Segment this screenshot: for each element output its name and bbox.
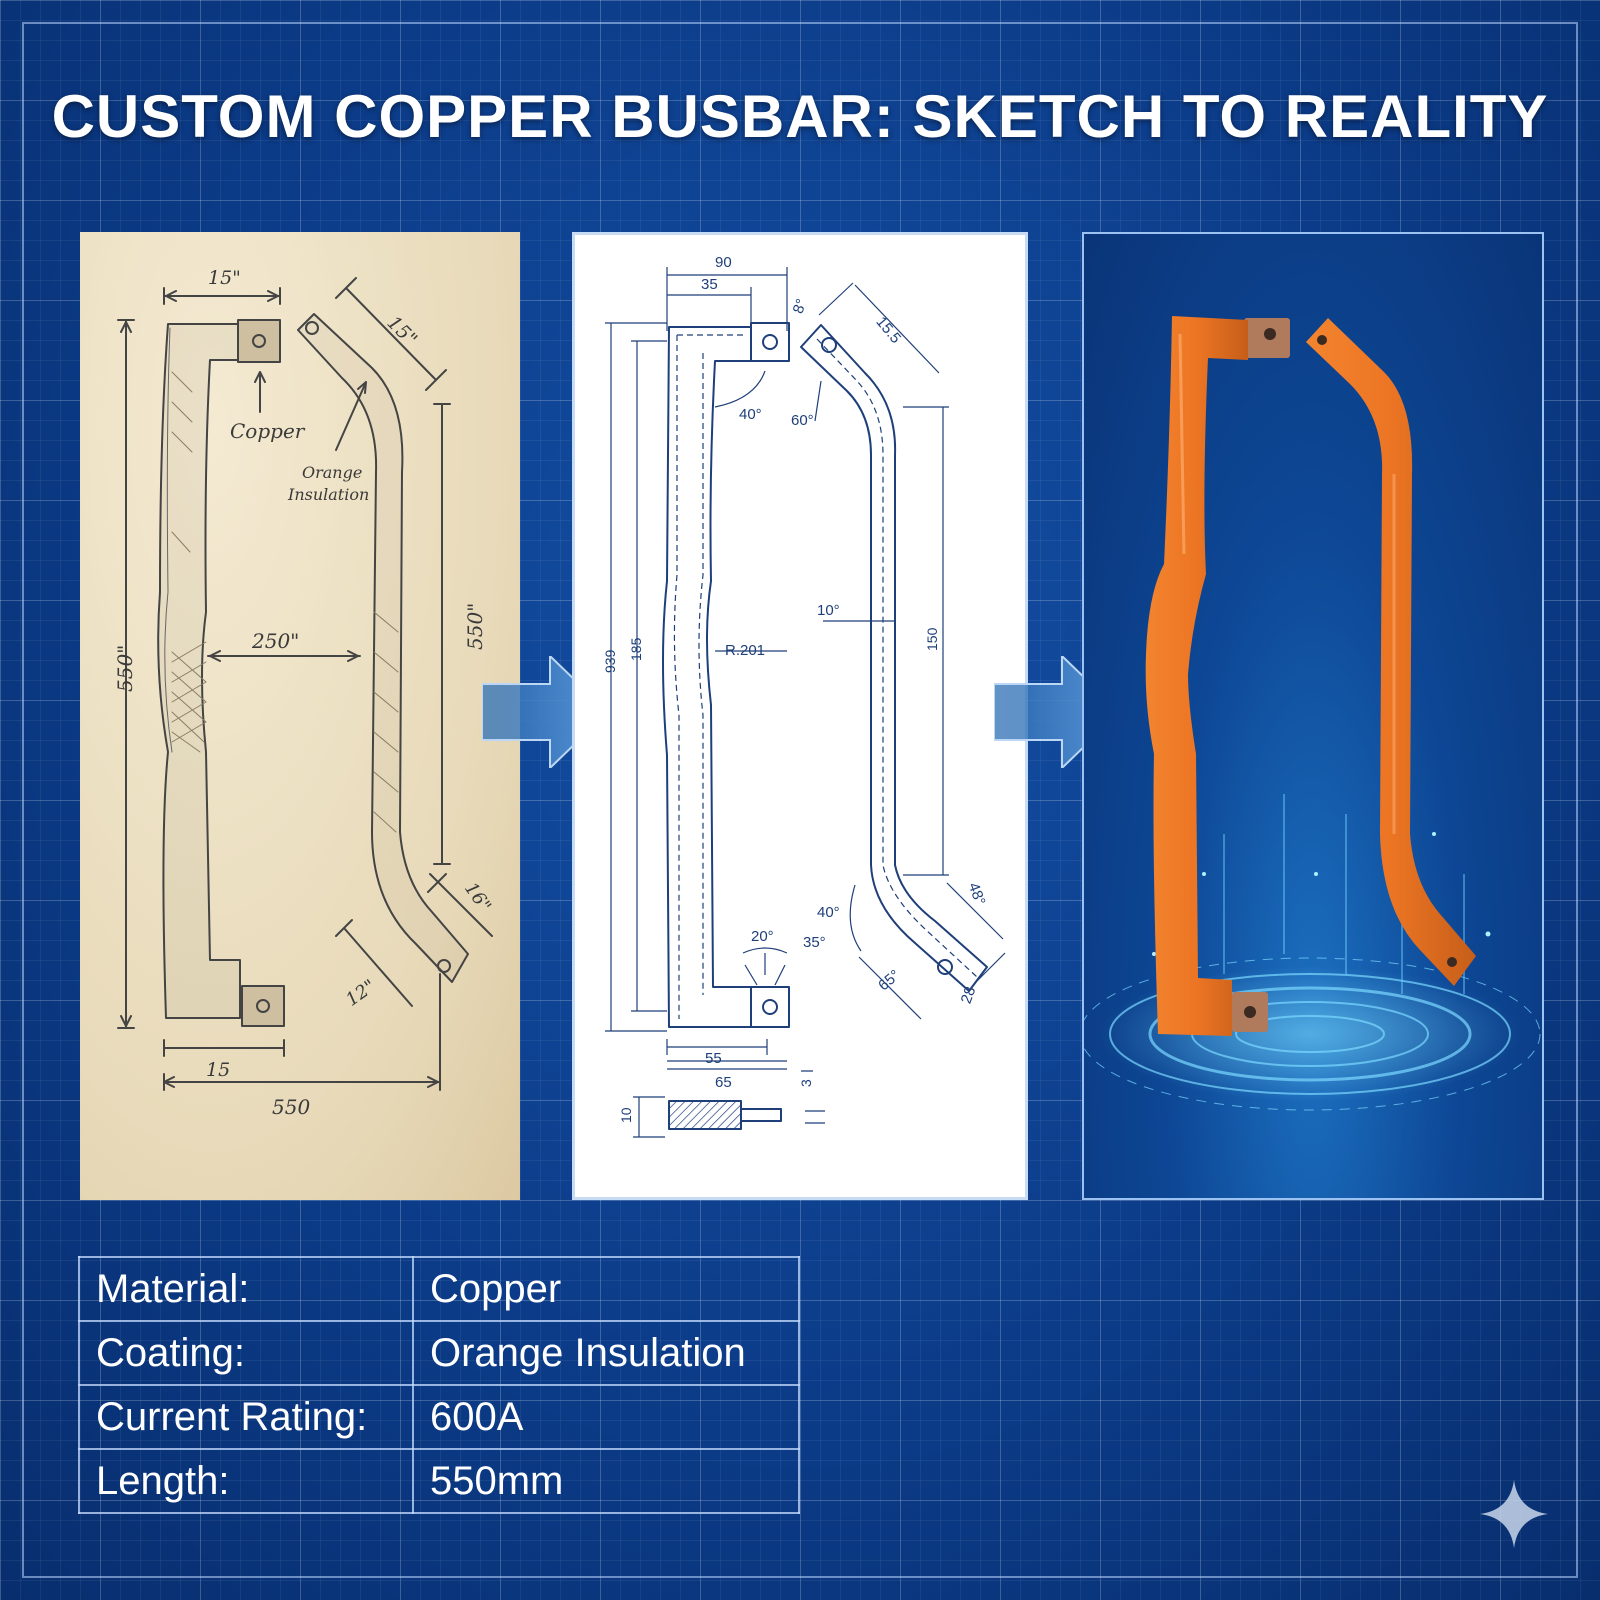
cad-dim-150: 150 <box>924 627 940 651</box>
cad-top-tab <box>750 322 790 362</box>
sketch-panel: 15" 15" Copper Orange Insulation 550" 25… <box>80 232 520 1200</box>
cad-dim-10: 10 <box>618 1107 634 1123</box>
cad-dim-55: 55 <box>705 1050 722 1067</box>
sketch-dim-mid: 250" <box>251 629 299 653</box>
render-right-busbar <box>1306 318 1476 986</box>
cad-angle-65: 65° <box>875 967 903 995</box>
cad-radius: R.201 <box>725 642 765 659</box>
cad-dim-48: 48° <box>965 880 989 907</box>
cad-panel: 90 35 8° 15.5 40° 60° 10° R.201 939 185 … <box>572 232 1028 1200</box>
cad-angle-40b: 40° <box>817 904 840 921</box>
cad-dim-35: 35 <box>701 276 718 293</box>
page-title: CUSTOM COPPER BUSBAR: SKETCH TO REALITY <box>51 83 1549 150</box>
sketch-label-copper: Copper <box>230 419 306 443</box>
cad-dim-185: 185 <box>628 637 644 661</box>
spec-row: Coating: Orange Insulation <box>78 1320 800 1386</box>
sketch-drawing: 15" 15" Copper Orange Insulation 550" 25… <box>113 267 495 1119</box>
sketch-dim-diag: 12" <box>342 976 380 1011</box>
cad-angle-60: 60° <box>791 412 814 429</box>
sketch-label-orange: Orange <box>302 463 362 482</box>
sketch-dim-top-right: 15" <box>383 312 422 351</box>
spec-label: Current Rating: <box>78 1384 414 1450</box>
sketch-dim-left: 550" <box>113 645 137 692</box>
cad-drawing: 90 35 8° 15.5 40° 60° 10° R.201 939 185 … <box>602 254 1006 1138</box>
spec-table: Material: Copper Coating: Orange Insulat… <box>78 1256 800 1514</box>
sketch-dim-bottom-tab: 15 <box>206 1059 230 1081</box>
sketch-bottom-tab <box>241 985 285 1027</box>
spec-label: Material: <box>78 1256 414 1322</box>
spec-label: Coating: <box>78 1320 414 1386</box>
cad-dim-8: 8° <box>790 297 811 316</box>
spec-row: Length: 550mm <box>78 1448 800 1514</box>
cad-angle-20: 20° <box>751 928 774 945</box>
sketch-dim-right: 550" <box>463 603 487 650</box>
cad-angle-10: 10° <box>817 602 840 619</box>
spec-label: Length: <box>78 1448 414 1514</box>
sketch-top-tab <box>237 319 281 363</box>
cad-dim-65: 65 <box>715 1074 732 1091</box>
spec-value: 550mm <box>412 1448 800 1514</box>
spec-value: Orange Insulation <box>412 1320 800 1386</box>
sketch-dim-top: 15" <box>208 267 241 289</box>
spec-value: Copper <box>412 1256 800 1322</box>
spec-row: Current Rating: 600A <box>78 1384 800 1450</box>
border-frame <box>22 22 1578 1578</box>
cad-angle-40: 40° <box>739 406 762 423</box>
sketch-label-insulation: Insulation <box>287 485 369 504</box>
render-panel <box>1082 232 1544 1200</box>
cad-dim-15-5: 15.5 <box>872 314 904 347</box>
cad-bottom-tab <box>750 986 790 1028</box>
spec-row: Material: Copper <box>78 1256 800 1322</box>
sketch-dim-bottom: 550 <box>272 1095 310 1119</box>
cad-dim-3: 3 <box>798 1079 814 1087</box>
spec-value: 600A <box>412 1384 800 1450</box>
cad-angle-35: 35° <box>803 934 826 951</box>
sparkle-icon <box>1480 1480 1548 1548</box>
cad-dim-939: 939 <box>602 649 618 673</box>
render-left-busbar <box>1145 316 1248 1036</box>
render-scene <box>1084 316 1541 1111</box>
cad-dim-90: 90 <box>715 254 732 271</box>
cad-dim-28: 28 <box>958 984 980 1005</box>
